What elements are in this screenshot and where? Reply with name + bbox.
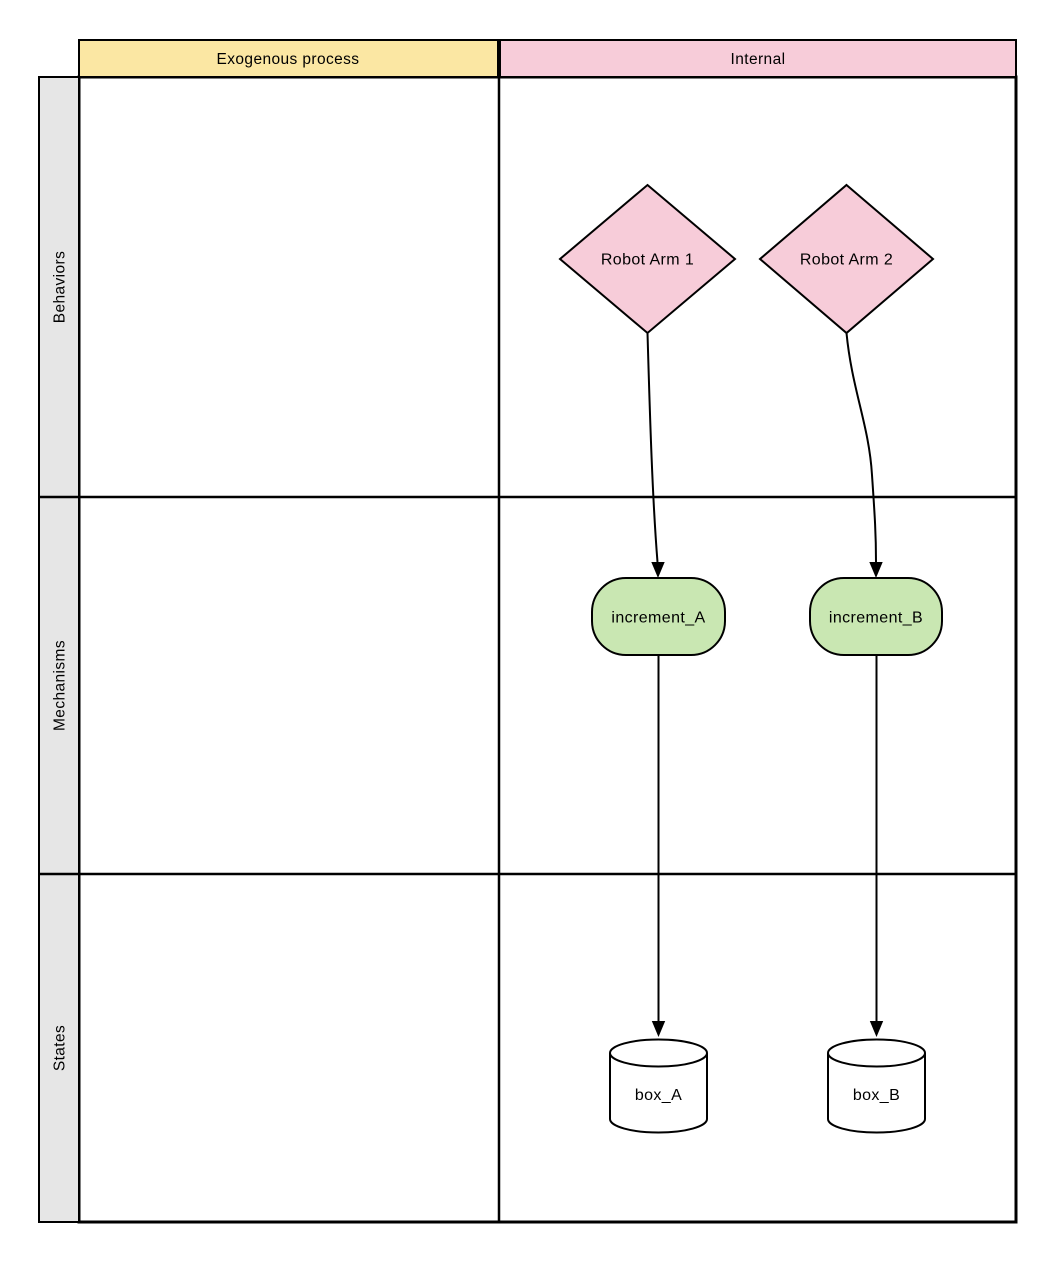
edge-robot-arm-2-to-increment-b — [845, 332, 883, 578]
arrowhead-icon — [651, 1021, 666, 1037]
diamond-shape — [558, 183, 737, 335]
diamond-shape — [758, 183, 935, 335]
node-robot-arm-2-label: Robot Arm 2 — [800, 252, 893, 269]
arrowhead-icon — [651, 562, 665, 578]
row-header-mechanisms-label: Mechanisms — [52, 640, 69, 731]
cylinder-top — [609, 1038, 708, 1068]
column-header-exogenous-process — [78, 39, 499, 78]
arrowhead-icon — [869, 1021, 884, 1037]
node-box-a-label: box_A — [635, 1087, 682, 1104]
column-header-exogenous-label: Exogenous process — [217, 51, 360, 68]
edge-increment-b-to-box-b — [869, 655, 884, 1037]
row-header-states-label: States — [52, 1025, 69, 1071]
edge-line — [646, 332, 659, 563]
cylinder-body — [609, 1053, 708, 1134]
row-header-strip — [38, 76, 80, 1223]
column-header-internal-label: Internal — [731, 51, 786, 68]
cylinder-top — [827, 1038, 926, 1068]
node-increment-a-label: increment_A — [611, 610, 705, 627]
node-increment-b[interactable]: increment_B — [809, 577, 943, 656]
edge-robot-arm-1-to-increment-a — [646, 332, 665, 578]
row-header-behaviors-label: Behaviors — [52, 251, 69, 324]
node-increment-b-label: increment_B — [829, 610, 923, 627]
edge-line — [845, 332, 877, 563]
node-robot-arm-2[interactable]: Robot Arm 2 — [758, 183, 935, 335]
arrowhead-icon — [869, 562, 883, 578]
node-increment-a[interactable]: increment_A — [591, 577, 726, 656]
cylinder-body — [827, 1053, 926, 1134]
column-header-internal — [499, 39, 1017, 78]
node-box-a[interactable]: box_A — [609, 1038, 708, 1134]
node-box-b[interactable]: box_B — [827, 1038, 926, 1134]
rounded-rect-shape — [809, 577, 943, 656]
edge-increment-a-to-box-a — [651, 655, 666, 1037]
node-box-b-label: box_B — [853, 1087, 900, 1104]
node-robot-arm-1-label: Robot Arm 1 — [601, 252, 694, 269]
rounded-rect-shape — [591, 577, 726, 656]
node-robot-arm-1[interactable]: Robot Arm 1 — [558, 183, 737, 335]
